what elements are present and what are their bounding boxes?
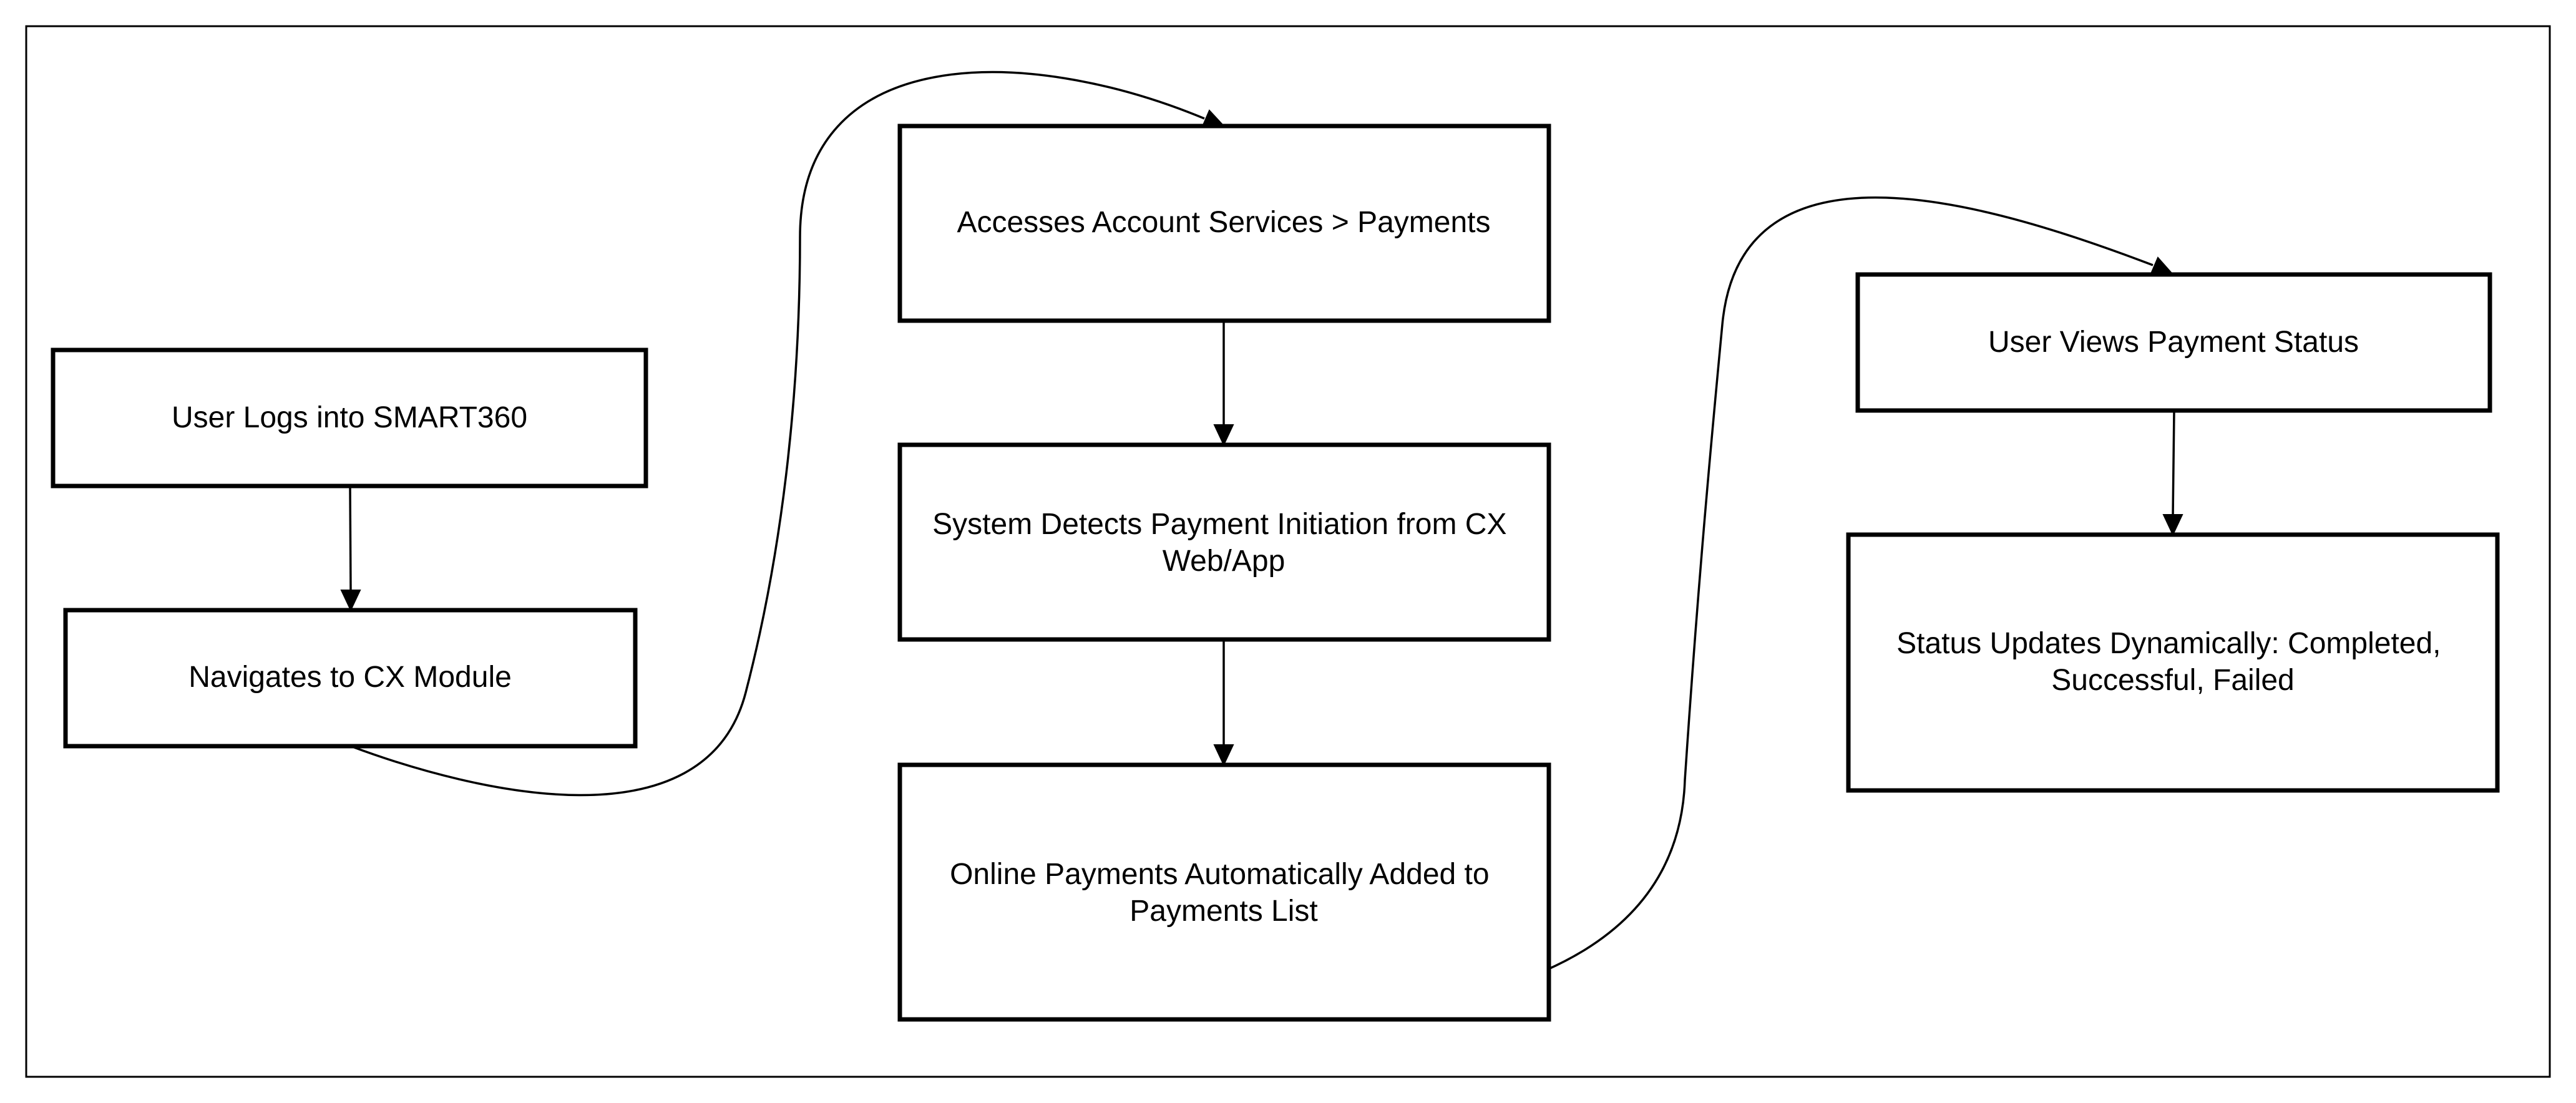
edge-navigate-to-access bbox=[350, 70, 1205, 797]
node-access-text: Accesses Account Services > Payments bbox=[957, 206, 1490, 239]
node-added: Online Payments Automatically Added to P… bbox=[897, 762, 1551, 1022]
arrowhead-view-to-status bbox=[2162, 514, 2183, 537]
node-navigate-text: Navigates to CX Module bbox=[188, 661, 512, 694]
node-navigate-box bbox=[63, 608, 638, 749]
arrowhead-login-to-navigate bbox=[340, 590, 361, 612]
arrowhead-access-to-detect bbox=[1213, 424, 1234, 447]
node-detect: System Detects Payment Initiation from C… bbox=[897, 442, 1551, 642]
node-access-box bbox=[897, 124, 1551, 323]
node-navigate: Navigates to CX Module bbox=[63, 608, 638, 749]
node-detect-text-line-1: System Detects Payment Initiation from C… bbox=[932, 508, 1506, 541]
node-access: Accesses Account Services > Payments bbox=[897, 124, 1551, 323]
node-status-text: Status Updates Dynamically: Completed, S… bbox=[1896, 627, 2449, 697]
node-status-text-line-2: Successful, Failed bbox=[2051, 664, 2295, 697]
edge-login-to-navigate bbox=[349, 486, 352, 592]
node-status: Status Updates Dynamically: Completed, S… bbox=[1846, 532, 2500, 793]
node-login: User Logs into SMART360 bbox=[51, 347, 648, 488]
node-login-text: User Logs into SMART360 bbox=[172, 401, 527, 434]
node-detect-text: System Detects Payment Initiation from C… bbox=[932, 508, 1515, 578]
node-view-box bbox=[1855, 272, 2492, 413]
node-added-text: Online Payments Automatically Added to P… bbox=[950, 858, 1498, 928]
diagram-frame bbox=[25, 25, 2551, 1078]
node-view: User Views Payment Status bbox=[1855, 272, 2492, 413]
node-detect-box bbox=[897, 442, 1551, 642]
arrowhead-detect-to-added bbox=[1213, 744, 1234, 767]
node-view-text: User Views Payment Status bbox=[1988, 326, 2359, 359]
node-added-box bbox=[897, 762, 1551, 1022]
edge-view-to-status bbox=[2172, 410, 2175, 517]
node-added-text-line-2: Payments List bbox=[1129, 895, 1317, 928]
node-login-box bbox=[51, 347, 648, 488]
node-added-text-line-1: Online Payments Automatically Added to bbox=[950, 858, 1490, 891]
node-status-text-line-1: Status Updates Dynamically: Completed, bbox=[1896, 627, 2441, 660]
node-detect-text-line-2: Web/App bbox=[1163, 545, 1286, 578]
node-status-box bbox=[1846, 532, 2500, 793]
